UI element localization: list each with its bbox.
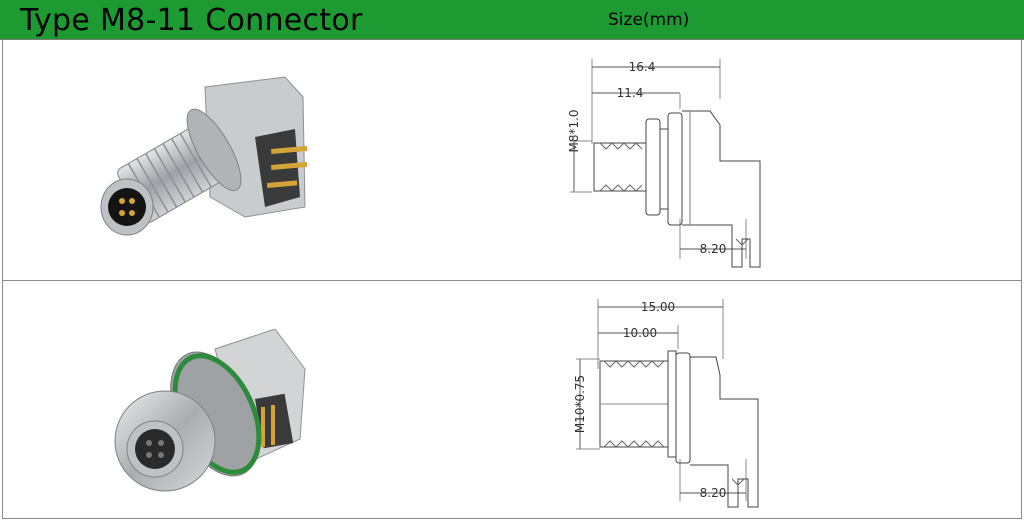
female-connector-dimension-drawing: 15.00 10.00 8.20 M10*0.75: [573, 299, 759, 508]
body-length-label: 8.20: [700, 242, 727, 256]
thread-spec-label: M8*1.0: [567, 109, 581, 152]
overall-length-label: 16.4: [629, 60, 656, 74]
male-connector-dimension-drawing: 16.4 11.4 8.20 M8*1.0: [567, 59, 761, 268]
row-divider: [2, 280, 1022, 281]
body-length-label: 8.20: [700, 486, 727, 500]
thread-length-label: 11.4: [617, 86, 644, 100]
thread-spec-label: M10*0.75: [573, 375, 587, 433]
page-title: Type M8-11 Connector: [20, 3, 363, 38]
female-connector-photo: [114, 329, 306, 492]
male-connector-photo: [100, 76, 308, 236]
thread-length-label: 10.00: [623, 326, 657, 340]
spec-table: [2, 40, 1022, 519]
header-bar: Type M8-11 Connector Size(mm): [0, 0, 1024, 40]
table-row: 16.4 11.4 8.20 M8*1.0: [0, 41, 1024, 280]
size-column-header: Size(mm): [608, 10, 690, 30]
table-row: 15.00 10.00 8.20 M10*0.75: [0, 281, 1024, 519]
overall-length-label: 15.00: [641, 300, 675, 314]
